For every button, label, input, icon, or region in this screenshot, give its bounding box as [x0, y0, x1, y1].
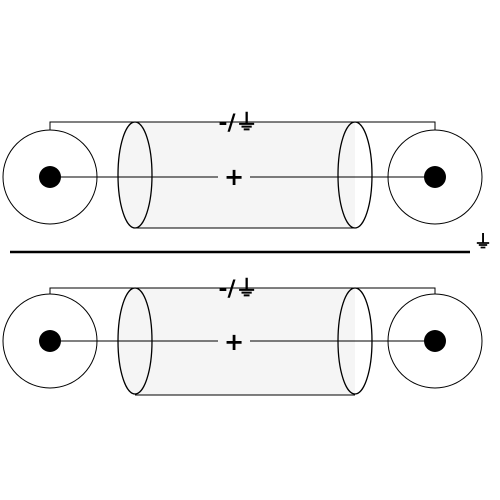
shield-label-bottom: -/⏚	[218, 277, 257, 302]
signal-label-bottom: +	[224, 328, 244, 356]
signal-label-top: +	[224, 163, 244, 191]
shield-wire-top	[49, 121, 210, 130]
cable-bottom: -/⏚ +	[2, 277, 483, 396]
shield-label-top: -/⏚	[218, 111, 257, 136]
ground-label: ⏚	[474, 232, 492, 253]
shield-wire-bottom	[49, 287, 210, 294]
cable-top: -/⏚ +	[2, 111, 483, 229]
cable-top-left-end	[117, 121, 153, 229]
shield-wire-top-right	[265, 121, 436, 130]
cable-bottom-body	[135, 288, 355, 395]
ground-bus: ⏚	[10, 232, 492, 254]
shield-wire-bottom-right	[265, 287, 436, 294]
cable-top-body	[135, 122, 355, 228]
